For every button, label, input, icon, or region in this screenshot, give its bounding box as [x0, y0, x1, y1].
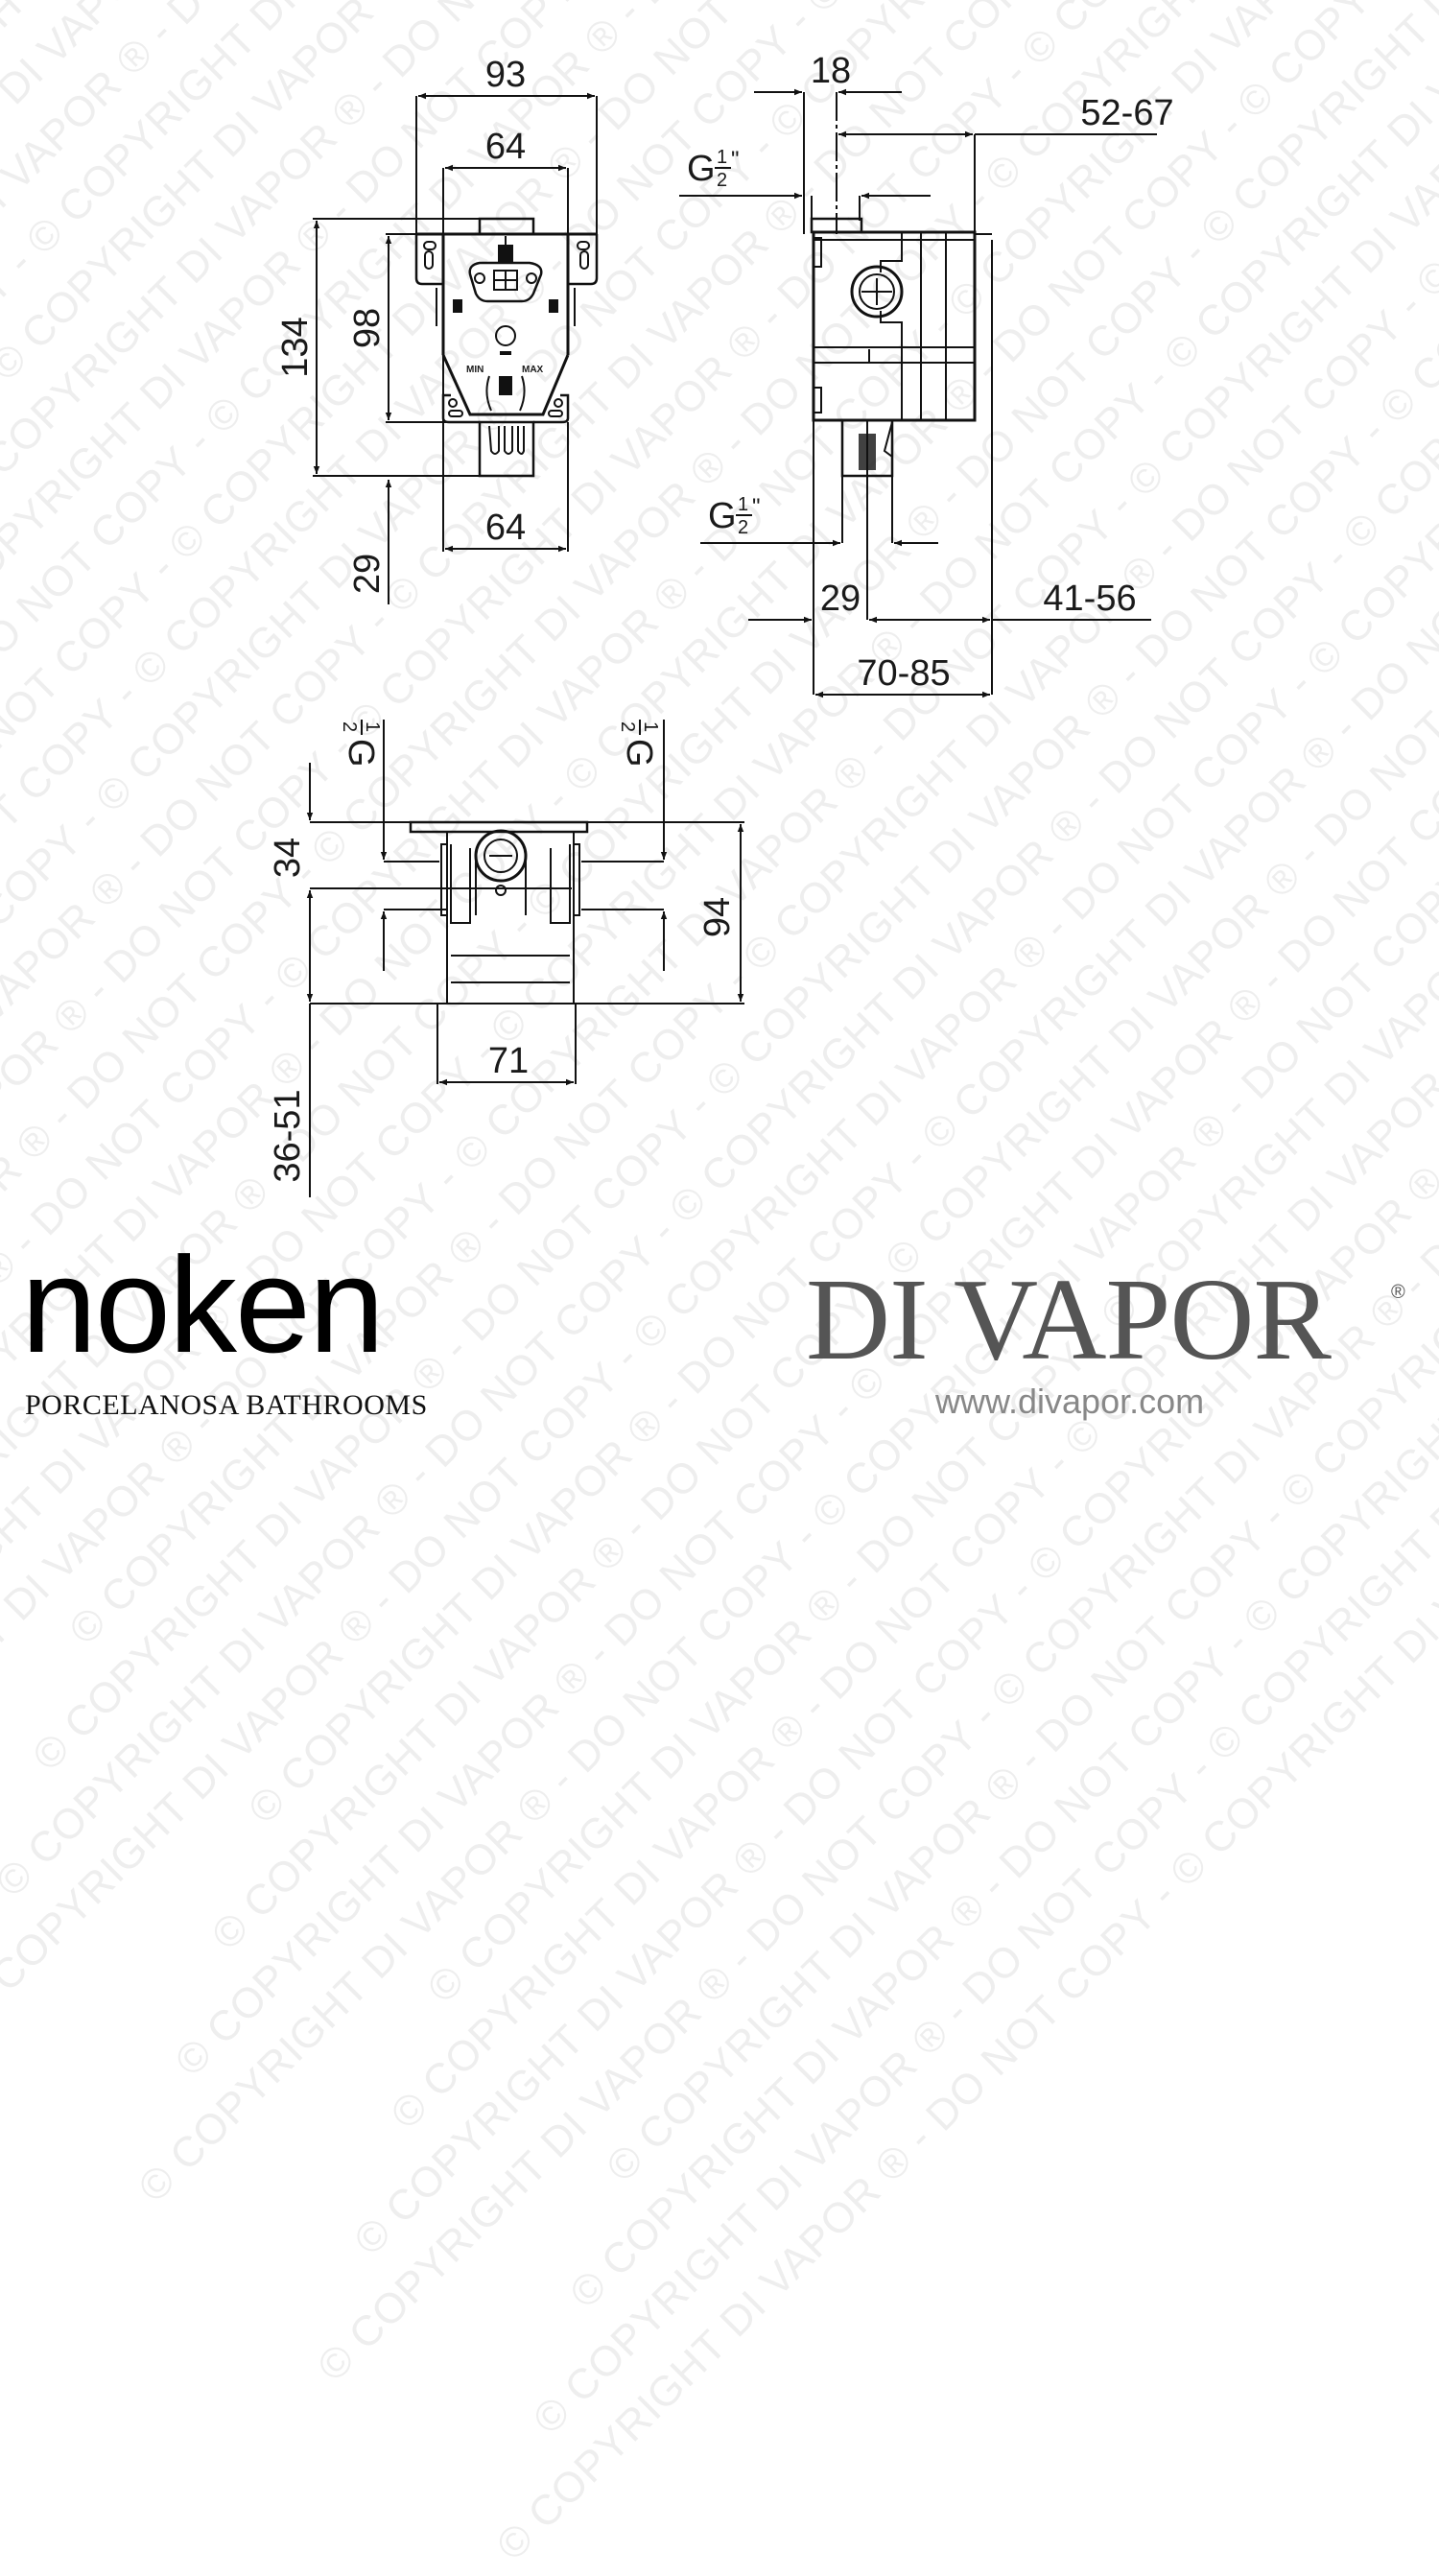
svg-text:G: G: [708, 496, 737, 536]
noken-tagline: PORCELANOSA BATHROOMS: [25, 1389, 428, 1421]
svg-text:1: 1: [362, 721, 383, 732]
thread-g-half-top: G 1 2 ": [687, 147, 740, 191]
side-view-labels: 18 52-67 G 1 2 " G 1 2 " 29 41-56 70-85: [687, 51, 1174, 694]
top-view-labels: G 1 2 G 1 2 34 94 71 36-51: [268, 720, 738, 1183]
label-max: MAX: [522, 365, 544, 375]
dim-29-side: 29: [820, 579, 861, 619]
dim-98: 98: [347, 308, 388, 348]
svg-text:": ": [731, 147, 740, 173]
front-view-labels: 93 64 134 98 29 64 MIN MAX: [275, 55, 544, 594]
svg-text:G: G: [687, 149, 716, 189]
divapor-url[interactable]: www.divapor.com: [935, 1382, 1205, 1421]
noken-logo: noken: [21, 1229, 385, 1382]
front-view: [313, 92, 599, 604]
svg-text:1: 1: [640, 721, 661, 732]
dim-93: 93: [485, 55, 526, 95]
side-view: [679, 88, 1157, 698]
top-view: [306, 720, 744, 1197]
thread-g-half-bottom: G 1 2 ": [708, 494, 761, 538]
technical-drawing: 93 64 134 98 29 64 MIN MAX: [268, 51, 1174, 1197]
registered-mark: ®: [1391, 1282, 1405, 1303]
dim-64-bottom: 64: [485, 508, 526, 548]
svg-text:1: 1: [717, 147, 727, 168]
dim-41-56: 41-56: [1043, 579, 1136, 619]
svg-text:G: G: [619, 739, 659, 768]
svg-text:2: 2: [617, 721, 638, 732]
label-min: MIN: [466, 365, 484, 375]
dim-71: 71: [488, 1041, 529, 1081]
thread-g-half-left: G 1 2: [339, 720, 383, 768]
svg-text:G: G: [341, 739, 381, 768]
svg-text:2: 2: [339, 721, 360, 732]
dim-64-top: 64: [485, 127, 526, 167]
svg-text:2: 2: [717, 170, 727, 191]
thread-g-half-right: G 1 2: [617, 720, 661, 768]
svg-text:1: 1: [738, 494, 748, 515]
dim-134: 134: [275, 317, 316, 377]
dim-70-85: 70-85: [857, 653, 950, 694]
dim-29-front: 29: [347, 554, 388, 594]
divapor-logo: DI VAPOR: [806, 1255, 1332, 1384]
svg-text:": ": [752, 494, 761, 520]
dim-36-51: 36-51: [268, 1089, 308, 1182]
dim-94: 94: [697, 897, 738, 937]
svg-text:2: 2: [738, 517, 748, 538]
dim-18: 18: [811, 51, 851, 91]
dim-52-67: 52-67: [1080, 93, 1173, 133]
dim-34: 34: [268, 838, 308, 878]
